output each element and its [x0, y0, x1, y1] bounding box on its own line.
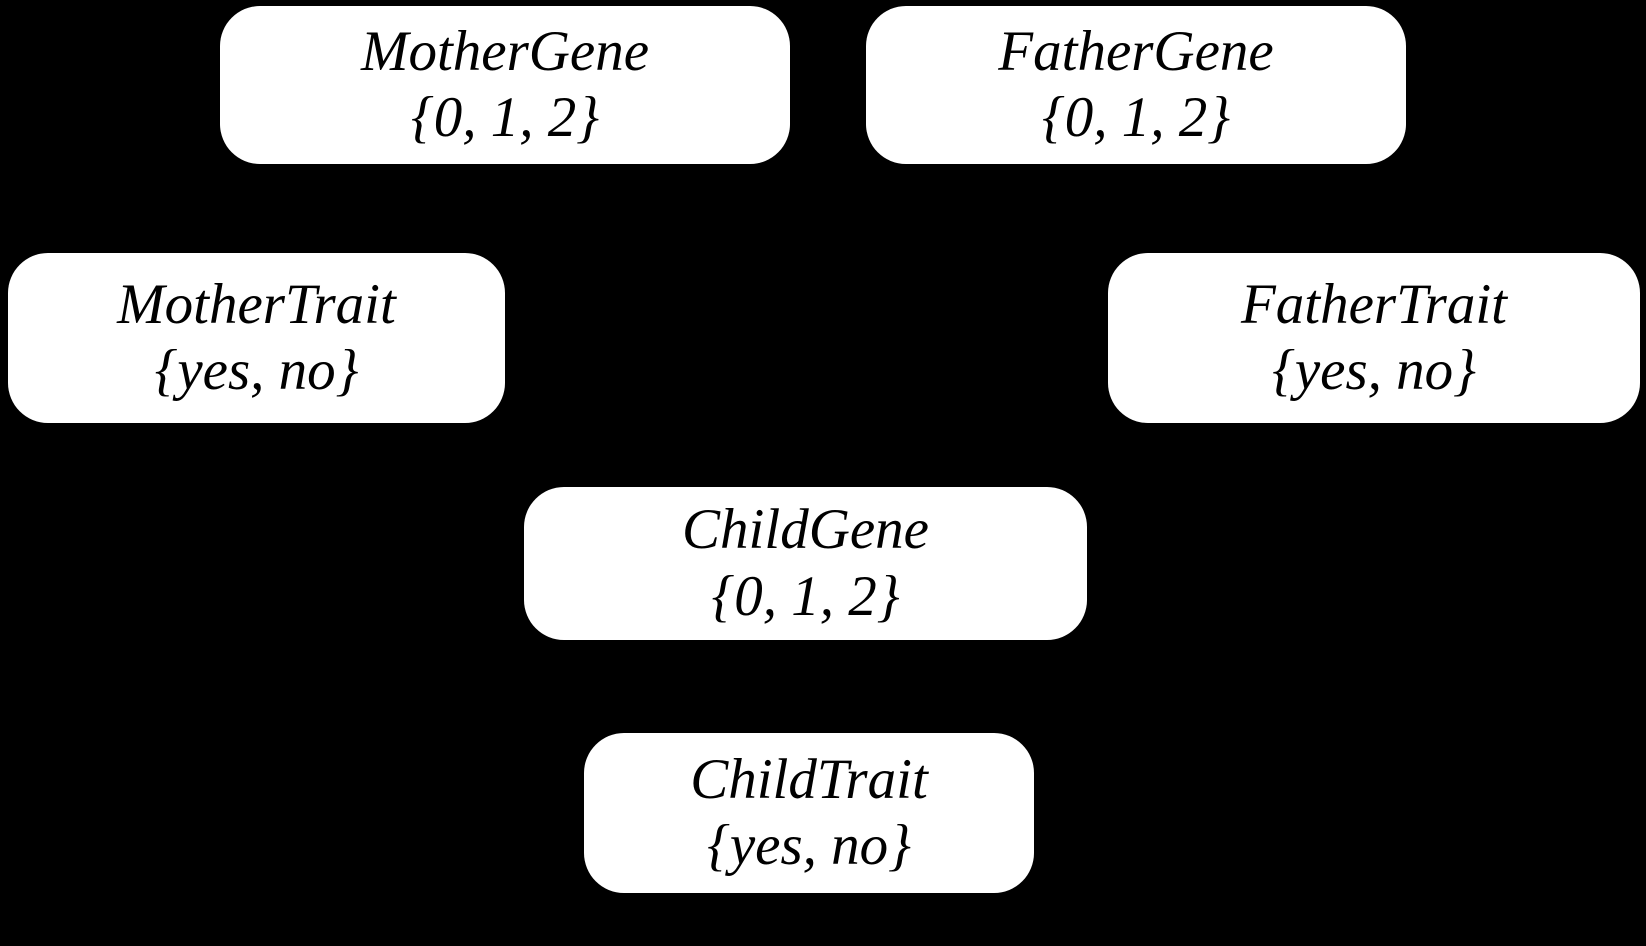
node-father-gene-label: FatherGene: [998, 19, 1274, 83]
node-father-gene[interactable]: FatherGene {0, 1, 2}: [866, 6, 1406, 164]
node-mother-trait-label: MotherTrait: [117, 272, 396, 336]
node-mother-trait-domain: {yes, no}: [154, 339, 359, 402]
node-father-trait-domain: {yes, no}: [1272, 339, 1476, 402]
node-mother-gene[interactable]: MotherGene {0, 1, 2}: [220, 6, 790, 164]
node-father-gene-domain: {0, 1, 2}: [1041, 86, 1231, 149]
node-child-gene-domain: {0, 1, 2}: [711, 564, 900, 628]
node-father-trait-label: FatherTrait: [1240, 272, 1508, 336]
node-child-trait[interactable]: ChildTrait {yes, no}: [584, 733, 1034, 893]
node-mother-trait[interactable]: MotherTrait {yes, no}: [8, 253, 505, 423]
node-child-gene[interactable]: ChildGene {0, 1, 2}: [524, 487, 1087, 640]
node-mother-gene-label: MotherGene: [360, 19, 650, 83]
node-father-trait[interactable]: FatherTrait {yes, no}: [1108, 253, 1640, 423]
node-child-trait-domain: {yes, no}: [707, 814, 911, 877]
node-mother-gene-domain: {0, 1, 2}: [410, 86, 600, 149]
node-child-gene-label: ChildGene: [682, 498, 929, 562]
node-child-trait-label: ChildTrait: [690, 747, 928, 811]
